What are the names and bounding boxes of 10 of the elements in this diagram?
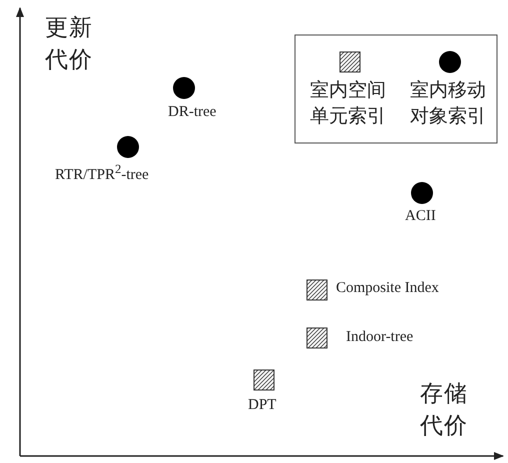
axis-title: 更新代价 xyxy=(45,14,94,74)
point-label: RTR/TPR$^{2}$-tree xyxy=(55,162,149,184)
legend-label: 室内空间单元索引 xyxy=(310,79,387,129)
point-label: Composite Index xyxy=(336,279,439,297)
point-label: ACII xyxy=(405,207,436,225)
axis-title: 存储代价 xyxy=(420,380,469,440)
point-label: Indoor-tree xyxy=(346,328,414,346)
point-label: DR-tree xyxy=(168,103,216,121)
legend-label: 室内移动对象索引 xyxy=(410,79,487,129)
point-label: DPT xyxy=(248,396,276,414)
